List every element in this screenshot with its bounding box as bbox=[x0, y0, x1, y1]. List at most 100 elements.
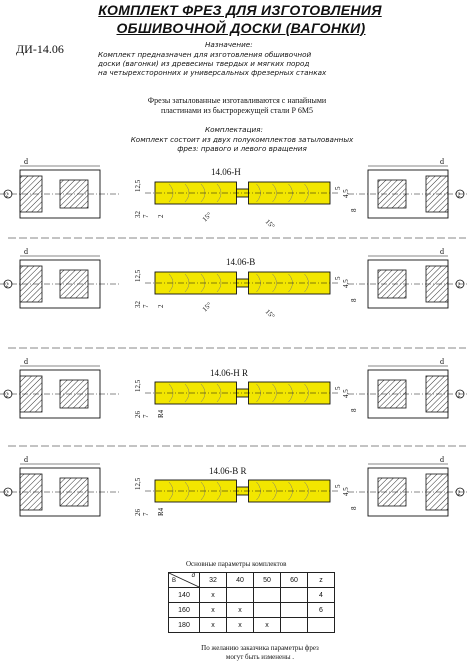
material-text: Фрезы затылованные изготавливаются с нап… bbox=[147, 96, 327, 115]
dim-label: 4,5 bbox=[342, 487, 350, 496]
dim-label: 7 bbox=[142, 414, 150, 418]
dim-label: 8 bbox=[350, 506, 358, 510]
dim-label: 12,5 bbox=[134, 179, 142, 192]
cutter-side-right: d2 bbox=[348, 247, 468, 309]
grain-line bbox=[272, 383, 277, 403]
angle-label: 15° bbox=[264, 308, 277, 321]
grain-line bbox=[216, 383, 222, 403]
dim-label: 7 bbox=[142, 512, 150, 516]
params-col-header: 32 bbox=[199, 572, 227, 588]
variant-label-3: 14.06-Н R bbox=[210, 368, 248, 378]
grain-line bbox=[304, 481, 309, 501]
angle-label: 15° bbox=[201, 301, 214, 314]
params-cell: х bbox=[226, 602, 254, 618]
label-d: d bbox=[440, 157, 444, 166]
dim-label: 32 bbox=[134, 211, 142, 219]
dim-label: 5 bbox=[334, 386, 342, 390]
dim-label: 5 bbox=[334, 186, 342, 190]
circle-number: 2 bbox=[458, 491, 461, 497]
title-line-1: КОМПЛЕКТ ФРЕЗ ДЛЯ ИЗГОТОВЛЕНИЯ bbox=[98, 2, 382, 18]
dim-label: R4 bbox=[157, 507, 165, 516]
label-d: d bbox=[440, 455, 444, 464]
angle-label: 15° bbox=[264, 218, 277, 231]
dim-label: 12,5 bbox=[134, 379, 142, 392]
params-header-row: B d 32 40 50 60 z bbox=[168, 572, 335, 588]
circle-number: 2 bbox=[6, 491, 9, 497]
kit-text: Комплект состоит из двух полукомплектов … bbox=[130, 135, 354, 153]
params-footer: По желанию заказчика параметры фрез могу… bbox=[201, 644, 319, 661]
params-cell: х bbox=[226, 617, 254, 633]
dim-label: 8 bbox=[350, 408, 358, 412]
label-d: d bbox=[24, 247, 28, 256]
cutter-side-right: d2 bbox=[348, 157, 468, 219]
params-cell bbox=[280, 602, 308, 618]
cutter-side-right: d2 bbox=[348, 357, 468, 419]
dim-label: 26 bbox=[134, 411, 142, 419]
dim-label: 8 bbox=[350, 298, 358, 302]
variant-label-4: 14.06-В R bbox=[209, 466, 247, 476]
circle-number: 2 bbox=[6, 193, 9, 199]
dim-label: 5 bbox=[334, 484, 342, 488]
label-d: d bbox=[24, 455, 28, 464]
product-code: ДИ-14.06 bbox=[16, 42, 64, 56]
board-profile bbox=[145, 479, 340, 503]
params-col-header: 50 bbox=[253, 572, 281, 588]
label-d: d bbox=[440, 357, 444, 366]
angle-label: 15° bbox=[201, 211, 214, 224]
dim-label: 12,5 bbox=[134, 269, 142, 282]
title-line-2: ОБШИВОЧНОЙ ДОСКИ (ВАГОНКИ) bbox=[116, 20, 366, 36]
circle-number: 2 bbox=[458, 283, 461, 289]
label-d: d bbox=[24, 157, 28, 166]
params-cell: х bbox=[199, 587, 227, 603]
dim-label: 2 bbox=[157, 214, 165, 218]
params-row-d: 160 bbox=[168, 602, 200, 618]
dim-label: 5 bbox=[334, 276, 342, 280]
cutter-side-left: d2 bbox=[0, 247, 120, 309]
grain-line bbox=[216, 273, 222, 293]
grain-line bbox=[216, 481, 222, 501]
params-col-header: 60 bbox=[280, 572, 308, 588]
params-cell: 6 bbox=[307, 602, 335, 618]
params-cell bbox=[253, 587, 281, 603]
grain-line bbox=[216, 183, 222, 203]
params-row: 160 х х 6 bbox=[168, 602, 335, 618]
params-table-wrap: B d 32 40 50 60 z 140 х 4 160 х х 6 180 bbox=[168, 572, 335, 633]
params-row: 180 х х х bbox=[168, 617, 335, 633]
dim-label: 4,5 bbox=[342, 389, 350, 398]
variant-label-2: 14.06-В bbox=[226, 257, 256, 267]
dim-label: 8 bbox=[350, 208, 358, 212]
board-profile bbox=[145, 181, 340, 205]
purpose-text: Комплект предназначен для изготовления о… bbox=[98, 50, 327, 77]
params-cell: 4 bbox=[307, 587, 335, 603]
dim-label: R4 bbox=[157, 409, 165, 418]
dim-label: 4,5 bbox=[342, 279, 350, 288]
cutter-side-right: d2 bbox=[348, 455, 468, 517]
grain-line bbox=[272, 183, 277, 203]
grain-line bbox=[272, 273, 277, 293]
grain-line bbox=[272, 481, 277, 501]
board-profile bbox=[145, 381, 340, 405]
label-d: d bbox=[24, 357, 28, 366]
params-caption: Основные параметры комплектов bbox=[186, 560, 287, 568]
params-row-d: 140 bbox=[168, 587, 200, 603]
params-cell bbox=[307, 617, 335, 633]
grain-line bbox=[304, 383, 309, 403]
grain-line bbox=[304, 273, 309, 293]
kit-heading: Комплектация: bbox=[205, 125, 263, 134]
dim-label: 2 bbox=[157, 304, 165, 308]
board-profile bbox=[145, 271, 340, 295]
params-cell bbox=[253, 602, 281, 618]
variant-label-1: 14.06-Н bbox=[211, 167, 241, 177]
dim-label: 12,5 bbox=[134, 477, 142, 490]
corner-d: d bbox=[191, 573, 195, 579]
dim-label: 26 bbox=[134, 509, 142, 517]
params-cell: х bbox=[199, 602, 227, 618]
cutter-side-left: d2 bbox=[0, 455, 120, 517]
dim-label: 4,5 bbox=[342, 189, 350, 198]
purpose-heading: Назначение: bbox=[205, 40, 253, 49]
